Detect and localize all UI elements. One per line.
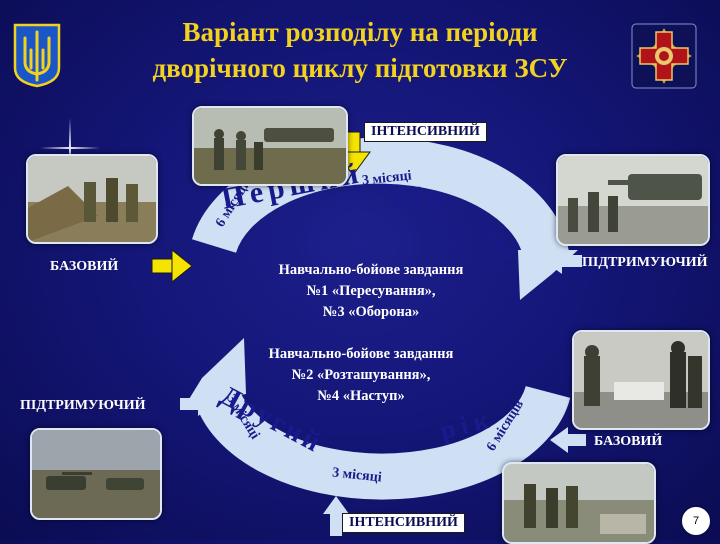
intensive-bottom-label: ІНТЕНСИВНИЙ <box>342 513 465 533</box>
supporting-right-label: ПІДТРИМУЮЧИЙ <box>582 255 708 270</box>
intensive-top-label: ІНТЕНСИВНИЙ <box>364 122 487 142</box>
photo-basic-left <box>26 154 158 244</box>
second-year-arc <box>193 385 571 500</box>
basic-right-arrow-icon <box>550 427 586 453</box>
basic-left-arrow-icon <box>151 248 193 284</box>
photo-intensive-bottom <box>502 462 656 544</box>
first-year-arc <box>192 137 569 259</box>
task-1-text: Навчально-бойове завдання №1 «Пересуванн… <box>278 262 464 320</box>
page-title: Варіант розподілу на періоди дворічного … <box>80 14 640 86</box>
intensive-bottom-arrow-icon <box>323 496 349 536</box>
title-line-2: дворічного циклу підготовки ЗСУ <box>152 53 568 83</box>
basic-left-label: БАЗОВИЙ <box>50 259 119 274</box>
basic-right-label: БАЗОВИЙ <box>594 434 663 449</box>
trident-emblem-icon <box>12 22 62 88</box>
military-cross-emblem-icon <box>628 20 700 92</box>
supporting-left-label: ПІДТРИМУЮЧИЙ <box>20 398 146 413</box>
photo-supporting-right <box>556 154 710 246</box>
second-year-arrowhead <box>186 338 246 404</box>
sparkle-icon <box>40 118 100 178</box>
supporting-right-arrow-icon <box>544 248 582 274</box>
photo-intensive-top <box>192 106 348 186</box>
supporting-left-arrow-icon <box>180 392 214 416</box>
photo-basic-right <box>572 330 710 430</box>
task-2-text: Навчально-бойове завдання №2 «Розташуван… <box>268 346 454 404</box>
page-number: 7 <box>680 505 712 537</box>
photo-supporting-left <box>30 428 162 520</box>
title-line-1: Варіант розподілу на періоди <box>182 17 538 47</box>
